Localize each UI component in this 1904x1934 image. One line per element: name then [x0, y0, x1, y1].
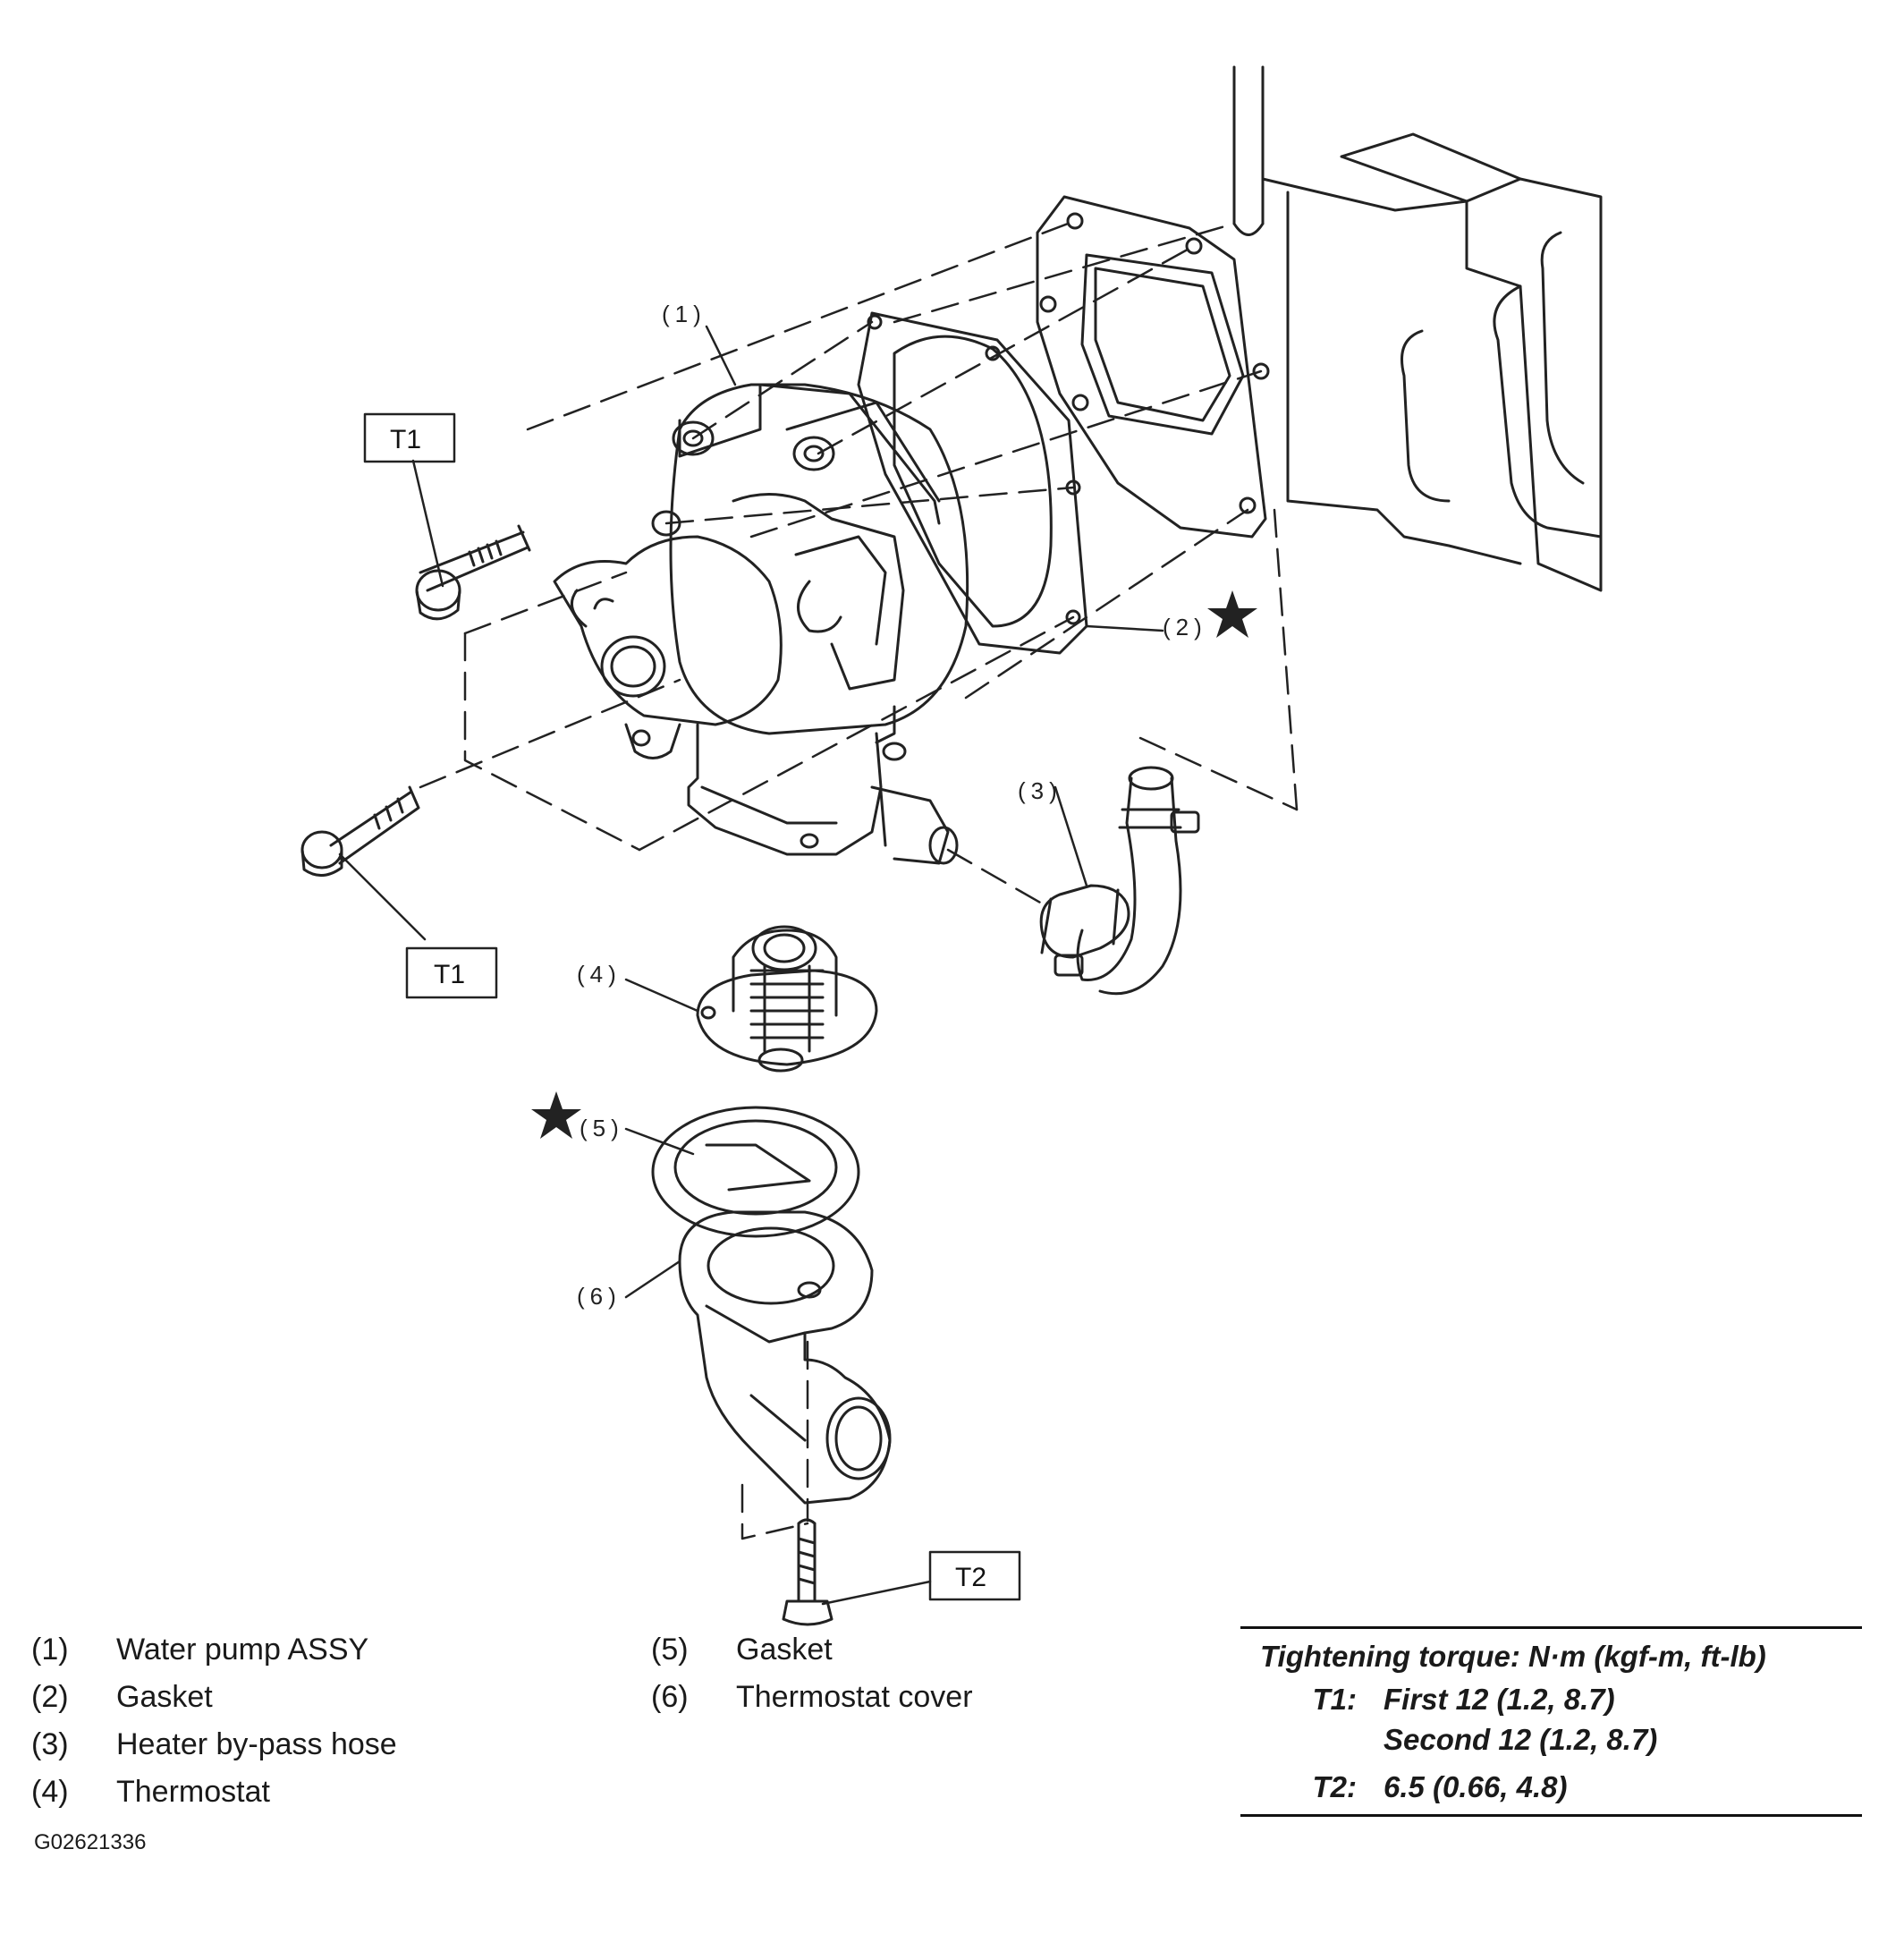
bolt-t2 [782, 1518, 834, 1626]
legend-item: (1)Water pump ASSY [31, 1633, 369, 1667]
t2-box [928, 1550, 1021, 1601]
gasket-2 [857, 311, 1088, 655]
heater-bypass-hose [1039, 766, 1200, 996]
legend-item: (4)Thermostat [31, 1775, 270, 1809]
t2-value: 6.5 (0.66, 4.8) [1384, 1770, 1568, 1803]
parts-legend-left: (1)Water pump ASSY (2)Gasket (3)Heater b… [31, 1626, 397, 1816]
thermostat [696, 925, 878, 1073]
legend-item: (3)Heater by-pass hose [31, 1727, 397, 1761]
t1-lower-box [405, 946, 498, 999]
star-icon [1207, 590, 1257, 638]
t1-key: T1: [1312, 1683, 1358, 1716]
water-pump-assy [553, 383, 969, 865]
engine-block [1232, 65, 1603, 592]
figure-id: G02621336 [34, 1830, 147, 1854]
t1-upper-label: T1 [390, 425, 421, 454]
tightening-torque-box: Tightening torque: N·m (kgf-m, ft-lb) T1… [1240, 1626, 1862, 1817]
callout-6: (6) [577, 1283, 622, 1310]
t1-lower-label: T1 [434, 960, 465, 989]
callout-3: (3) [1018, 777, 1062, 804]
t1-first-value: First 12 (1.2, 8.7) [1384, 1683, 1615, 1716]
callout-1: (1) [662, 301, 707, 327]
bolt-t1-upper [415, 524, 531, 621]
t2-key: T2: [1312, 1770, 1358, 1803]
callout-5: (5) [580, 1115, 624, 1141]
legend-item: (2)Gasket [31, 1680, 213, 1714]
star-icon [531, 1091, 581, 1139]
t2-label: T2 [955, 1563, 986, 1592]
mounting-flange [1036, 195, 1270, 539]
leader-lines [338, 325, 1164, 1606]
bolt-t1-lower [300, 785, 420, 877]
thermostat-cover [678, 1210, 892, 1505]
legend-item: (6)Thermostat cover [651, 1680, 973, 1714]
callout-2: (2) [1163, 614, 1207, 640]
alignment-lines [419, 219, 1299, 1540]
t1-second-value: Second 12 (1.2, 8.7) [1384, 1723, 1658, 1756]
torque-header: Tightening torque: N·m (kgf-m, ft-lb) [1260, 1640, 1766, 1673]
gasket-5 [651, 1106, 860, 1238]
t1-upper-box [363, 412, 456, 463]
legend-item: (5)Gasket [651, 1633, 833, 1667]
parts-legend-right: (5)Gasket (6)Thermostat cover [651, 1626, 973, 1721]
callout-4: (4) [577, 961, 622, 988]
